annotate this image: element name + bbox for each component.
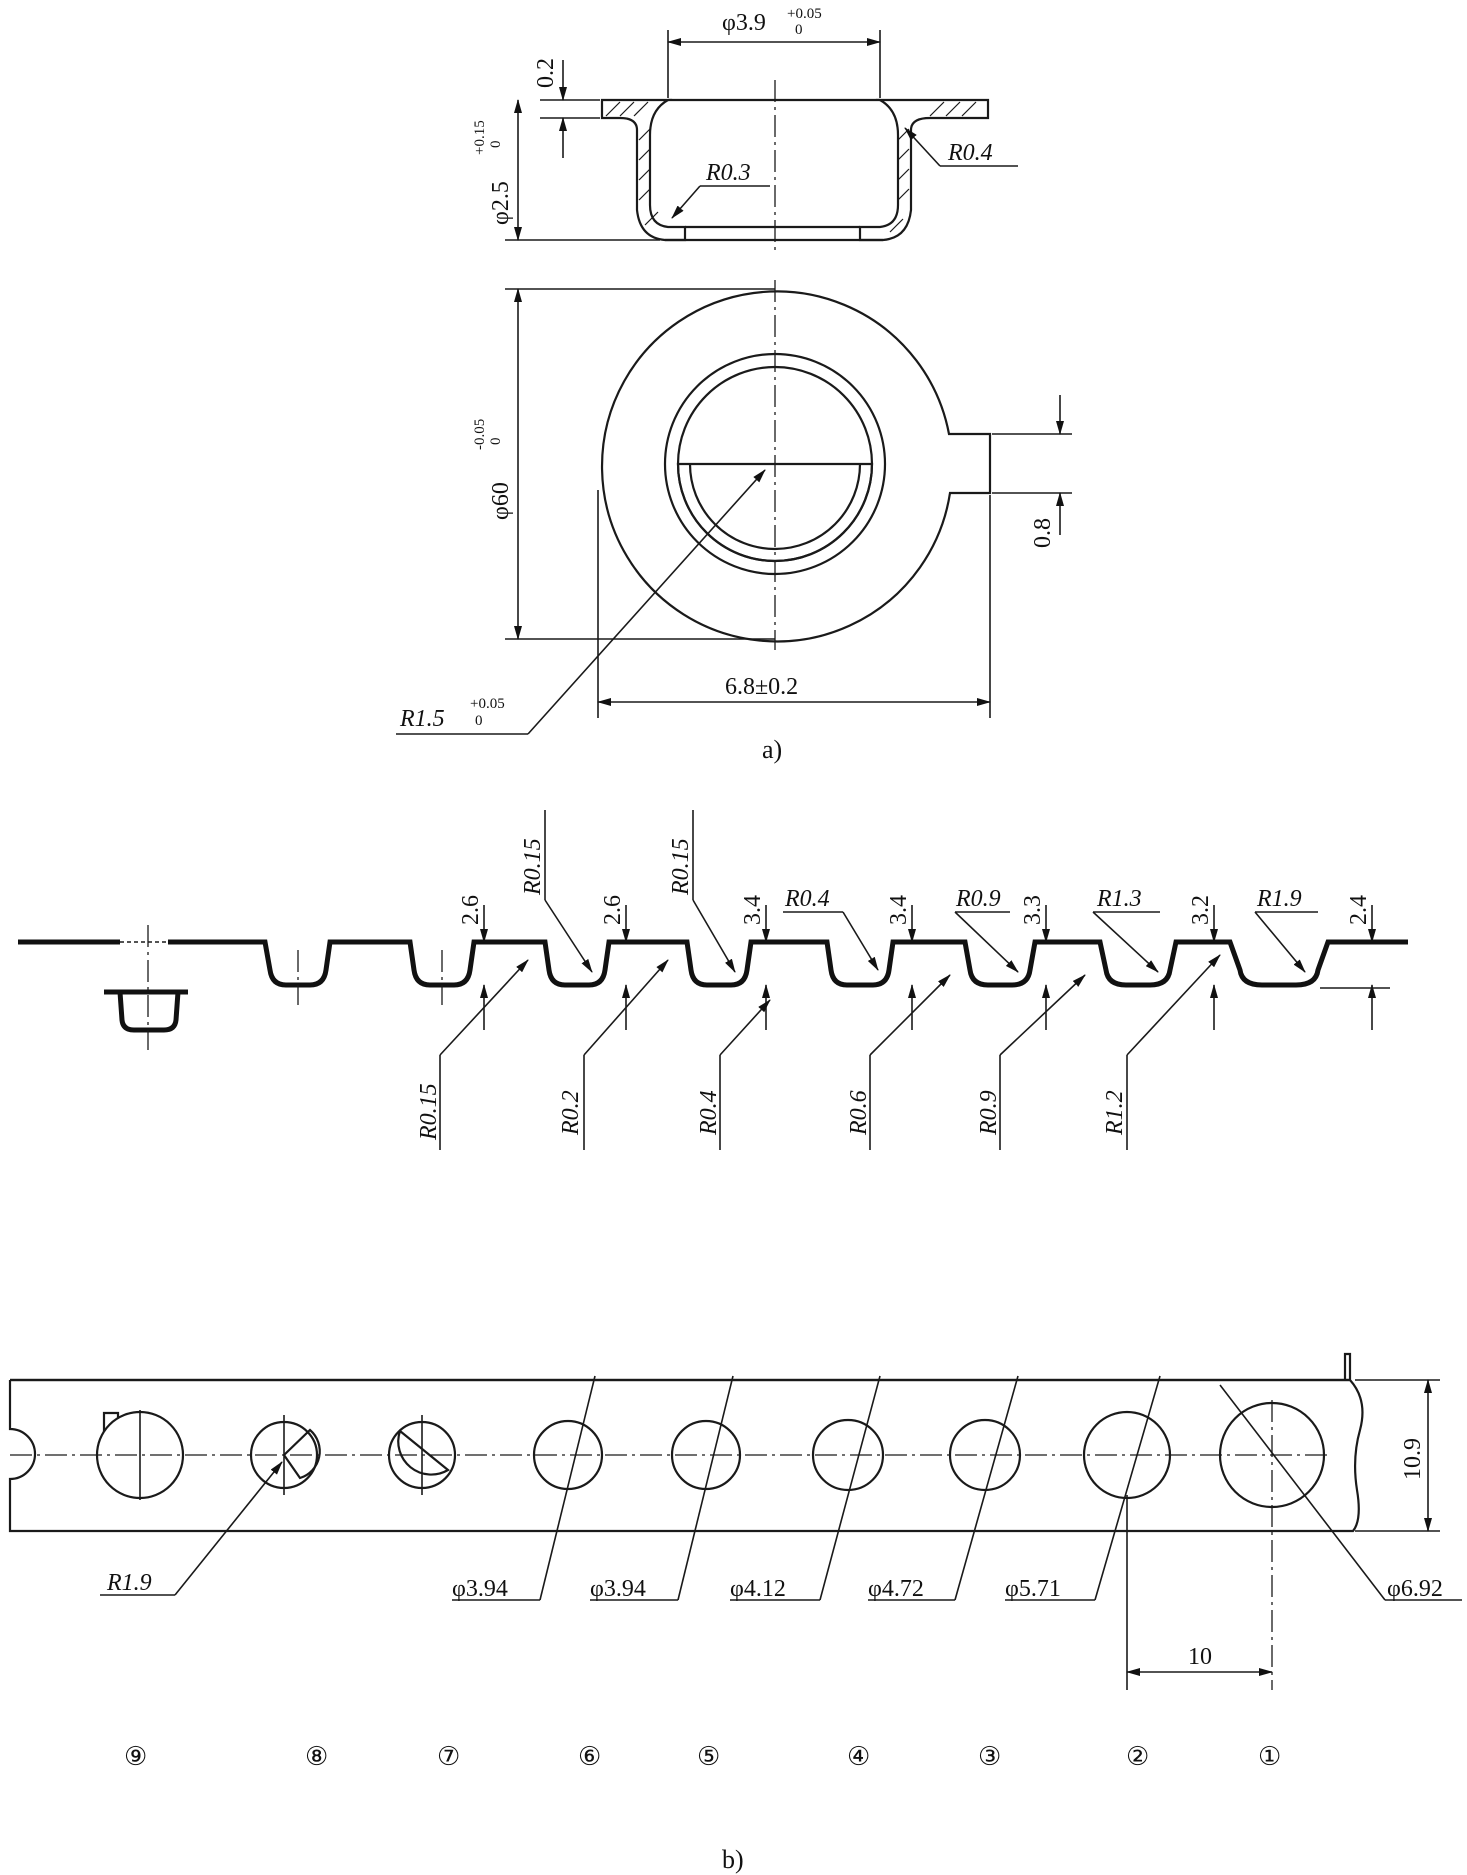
blank-plan-view: φ60 -0.05 0 0.8 6.8±0.2 R1.5 +0.05 0 a) <box>396 280 1072 764</box>
svg-text:φ5.71: φ5.71 <box>1005 1576 1061 1602</box>
dim-pitch: 10 <box>1188 1644 1212 1670</box>
svg-text:R0.9: R0.9 <box>976 1090 1002 1136</box>
strip-outline <box>8 1352 1364 1533</box>
svg-text:R0.15: R0.15 <box>668 838 694 896</box>
station-labels: ⑨ ⑧ ⑦ ⑥ ⑤ ④ ③ ② ① <box>124 1742 1281 1772</box>
svg-text:⑦: ⑦ <box>437 1742 460 1772</box>
svg-text:②: ② <box>1126 1742 1149 1772</box>
dim-outer-radius: R0.4 <box>947 140 993 166</box>
svg-text:R0.15: R0.15 <box>416 1083 442 1141</box>
svg-text:①: ① <box>1258 1742 1281 1772</box>
dim-outer-dia: φ60 <box>488 482 514 520</box>
svg-text:⑧: ⑧ <box>305 1742 328 1772</box>
svg-text:2.6: 2.6 <box>600 895 626 925</box>
cup-section-view: φ3.9 +0.05 0 0.2 φ2.5 +0.15 0 R0.3 R0.4 <box>472 6 1018 255</box>
svg-text:-0.05: -0.05 <box>472 419 488 450</box>
bottom-radius-labels: R0.15 R0.2 R0.4 R0.6 R0.9 R1.2 <box>416 954 1221 1150</box>
dim-tab-width: 0.8 <box>1030 518 1056 548</box>
hole-dia-leaders: φ3.94 φ3.94 φ4.12 φ4.72 φ5.71 φ6.92 <box>452 1375 1462 1602</box>
svg-text:R0.2: R0.2 <box>558 1090 584 1136</box>
svg-text:φ4.12: φ4.12 <box>730 1576 786 1602</box>
svg-text:R0.9: R0.9 <box>955 886 1001 912</box>
svg-text:⑤: ⑤ <box>697 1742 720 1772</box>
top-radius-labels: R0.15 R0.15 R0.4 R0.9 R1.3 R1.9 <box>520 810 1318 973</box>
dim-hole-radius: R1.5 <box>399 706 445 732</box>
caption-a: a) <box>762 735 782 764</box>
svg-text:φ6.92: φ6.92 <box>1387 1576 1443 1602</box>
strip-plan-view: φ3.94 φ3.94 φ4.12 φ4.72 φ5.71 φ6.92 R1.9… <box>8 1352 1462 1874</box>
svg-text:+0.15: +0.15 <box>472 120 488 155</box>
svg-text:2.6: 2.6 <box>458 895 484 925</box>
svg-text:R0.15: R0.15 <box>520 838 546 896</box>
svg-text:3.4: 3.4 <box>740 895 766 925</box>
svg-text:0: 0 <box>488 141 504 149</box>
dim-cup-height: φ2.5 <box>488 181 514 225</box>
svg-text:④: ④ <box>847 1742 870 1772</box>
svg-text:R1.9: R1.9 <box>1256 886 1302 912</box>
svg-text:φ3.94: φ3.94 <box>590 1576 646 1602</box>
svg-text:R0.4: R0.4 <box>696 1090 722 1136</box>
svg-text:+0.05: +0.05 <box>787 6 822 22</box>
station-8-hole <box>249 1415 321 1495</box>
svg-text:3.3: 3.3 <box>1020 895 1046 925</box>
svg-text:③: ③ <box>978 1742 1001 1772</box>
cup-right-wall <box>858 98 990 242</box>
finished-cup <box>104 989 188 1033</box>
svg-text:2.4: 2.4 <box>1346 895 1372 925</box>
half-moon-cut <box>676 462 874 563</box>
station-holes <box>532 1400 1326 1690</box>
svg-text:R0.4: R0.4 <box>784 886 830 912</box>
svg-text:3.2: 3.2 <box>1188 895 1214 925</box>
svg-text:+0.05: +0.05 <box>470 696 505 712</box>
cup-left-wall <box>600 98 687 242</box>
dim-flange-dia: φ3.9 <box>722 10 766 36</box>
svg-text:0: 0 <box>475 713 483 729</box>
blank-outline <box>600 290 992 643</box>
svg-text:R0.6: R0.6 <box>846 1090 872 1136</box>
svg-text:R1.3: R1.3 <box>1096 886 1142 912</box>
svg-text:R1.2: R1.2 <box>1102 1090 1128 1136</box>
dim-strip-width: 10.9 <box>1400 1438 1426 1480</box>
dim-inner-radius: R0.3 <box>705 160 751 186</box>
half-moon-inner-arc <box>688 463 862 551</box>
svg-text:φ4.72: φ4.72 <box>868 1576 924 1602</box>
svg-text:⑥: ⑥ <box>578 1742 601 1772</box>
height-dim-group: 2.6 2.6 3.4 3.4 3.3 3.2 2.4 <box>458 895 1390 1030</box>
dim-strip-radius: R1.9 <box>106 1570 152 1596</box>
dim-flange-thk: 0.2 <box>533 58 559 88</box>
svg-text:0: 0 <box>795 22 803 38</box>
svg-text:φ3.94: φ3.94 <box>452 1576 508 1602</box>
strip-profile <box>18 939 1408 988</box>
dim-overall-length: 6.8±0.2 <box>725 674 798 700</box>
station-7-hole <box>387 1415 457 1495</box>
svg-text:3.4: 3.4 <box>886 895 912 925</box>
svg-text:⑨: ⑨ <box>124 1742 147 1772</box>
svg-text:0: 0 <box>488 438 504 446</box>
caption-b: b) <box>722 1845 744 1874</box>
station-9-hole <box>95 1410 185 1500</box>
strip-side-view: 2.6 2.6 3.4 3.4 3.3 3.2 2.4 R0.15 <box>18 810 1408 1150</box>
section-hatching <box>605 101 977 233</box>
